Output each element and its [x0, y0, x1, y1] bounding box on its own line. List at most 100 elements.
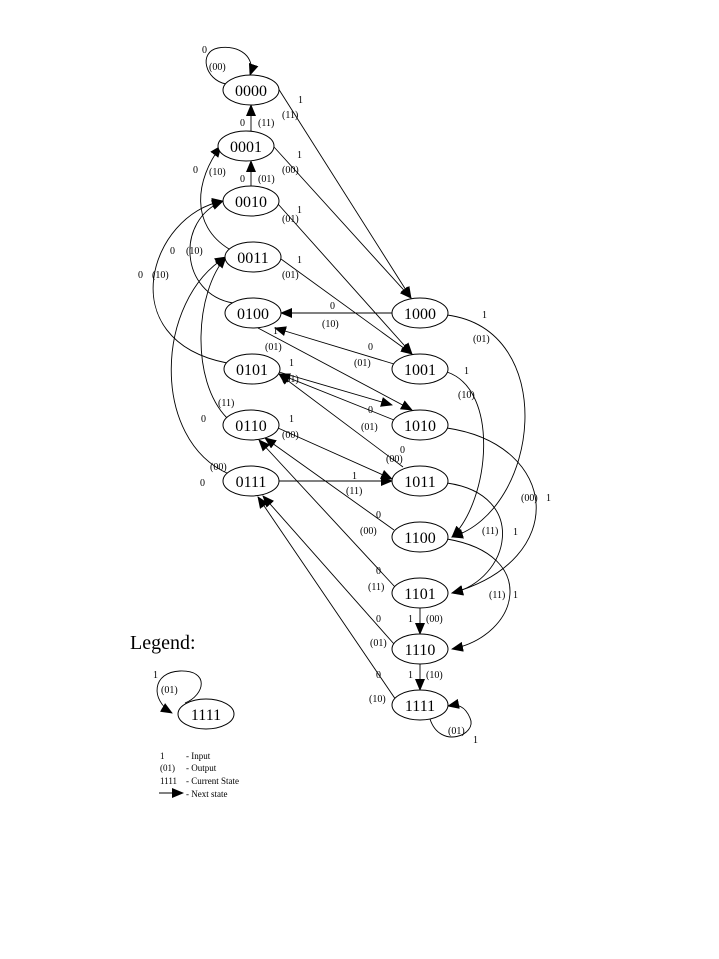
transition-arrow-1100-to-0110	[264, 437, 395, 531]
legend-title: Legend:	[130, 632, 196, 654]
state-label-1110: 1110	[405, 642, 436, 659]
legend-self-loop-arrow	[156, 670, 202, 714]
state-node-0001	[217, 130, 275, 162]
transition-input-label: 1	[352, 471, 357, 482]
state-node-1111	[391, 689, 449, 721]
transition-input-label: 0	[193, 165, 198, 176]
legend-key-meaning-state: - Current State	[186, 776, 239, 786]
transition-arrow-0100-to-0010	[189, 200, 234, 304]
transition-input-label: 0	[376, 614, 381, 625]
transition-input-label: 1	[289, 358, 294, 369]
transition-output-label: (01)	[282, 374, 299, 385]
transition-arrow-0001-to-1000	[273, 146, 412, 299]
transition-output-label: (00)	[282, 165, 299, 176]
transition-output-label: (01)	[448, 726, 465, 737]
transition-output-label: (01)	[354, 358, 371, 369]
state-node-1001	[391, 353, 449, 385]
transition-output-label: (10)	[152, 270, 169, 281]
transition-output-label: (00)	[209, 62, 226, 73]
transition-output-label: (01)	[265, 342, 282, 353]
state-label-0011: 0011	[237, 250, 268, 267]
state-label-0101: 0101	[236, 362, 268, 379]
transition-arrow-0101-to-1010	[278, 371, 393, 407]
transition-arrow-1101-to-0110	[258, 439, 396, 588]
transition-output-label: (11)	[282, 110, 298, 121]
transition-input-label: 1	[482, 310, 487, 321]
transition-arrow-0010-to-1001	[277, 203, 413, 355]
state-label-1001: 1001	[404, 362, 436, 379]
transition-arrow-0111-to-0011	[170, 256, 230, 475]
state-label-0100: 0100	[237, 306, 269, 323]
state-label-1010: 1010	[404, 418, 436, 435]
legend: Legend: 1 (01) 1111 1 - Input (01) - Out…	[130, 632, 239, 799]
transition-input-label: 0	[138, 270, 143, 281]
legend-example-input: 1	[153, 670, 158, 681]
state-label-0000: 0000	[235, 83, 267, 100]
transition-output-label: (01)	[282, 214, 299, 225]
transition-input-label: 0	[376, 510, 381, 521]
transition-arrow-1010-to-1101	[446, 427, 537, 595]
transition-output-label: (11)	[482, 526, 498, 537]
transition-output-label: (00)	[386, 454, 403, 465]
transition-input-label: 1	[297, 205, 302, 216]
state-node-0111	[222, 465, 280, 497]
transition-output-label: (00)	[426, 614, 443, 625]
legend-key-meaning-input: - Input	[186, 751, 211, 761]
transition-output-label: (11)	[258, 118, 274, 129]
state-node-0011	[224, 241, 282, 273]
legend-key-symbol-input: 1	[160, 751, 165, 761]
transition-input-label: 1	[408, 670, 413, 681]
transition-input-label: 0	[240, 118, 245, 129]
transition-arrow-0000-to-0000	[205, 46, 259, 85]
transition-output-label: (10)	[209, 167, 226, 178]
transition-arrow-1000-to-1100	[446, 314, 526, 539]
transition-input-label: 1	[513, 590, 518, 601]
state-node-0000	[222, 74, 280, 106]
legend-example-state-label: 1111	[191, 707, 221, 724]
transition-arrow-1111-to-0111	[257, 496, 397, 701]
state-label-1101: 1101	[404, 586, 435, 603]
transition-output-label: (11)	[218, 398, 234, 409]
state-node-0101	[223, 353, 281, 385]
state-label-1011: 1011	[404, 474, 435, 491]
transition-output-label: (01)	[473, 334, 490, 345]
state-label-1100: 1100	[404, 530, 435, 547]
transition-input-label: 0	[376, 566, 381, 577]
transition-output-label: (01)	[282, 270, 299, 281]
transition-input-label: 1	[546, 493, 551, 504]
transition-arrow-1001-to-1100	[446, 371, 485, 538]
transition-arrow-1111-to-1111	[429, 698, 472, 738]
transition-arrow-0011-to-0001	[200, 145, 230, 250]
state-label-0110: 0110	[235, 418, 266, 435]
state-node-1011	[391, 465, 449, 497]
transition-input-label: 1	[298, 95, 303, 106]
transition-output-label: (01)	[361, 422, 378, 433]
transition-output-label: (11)	[489, 590, 505, 601]
transition-input-label: 1	[473, 735, 478, 746]
transition-output-label: (00)	[521, 493, 538, 504]
transition-output-label: (10)	[186, 246, 203, 257]
state-label-0001: 0001	[230, 139, 262, 156]
transition-arrow-1110-to-0111	[262, 495, 395, 645]
transition-input-label: 0	[170, 246, 175, 257]
state-node-1101	[391, 577, 449, 609]
transition-input-label: 0	[201, 414, 206, 425]
transition-input-label: 1	[408, 614, 413, 625]
state-label-0010: 0010	[235, 194, 267, 211]
transition-arrow-0110-to-1011	[277, 427, 393, 480]
transition-output-label: (11)	[368, 582, 384, 593]
transition-output-label: (10)	[322, 319, 339, 330]
transition-input-label: 1	[289, 414, 294, 425]
transition-arrow-1001-to-0100	[274, 326, 395, 365]
state-node-0110	[222, 409, 280, 441]
legend-key-symbol-state: 1111	[160, 776, 177, 786]
transition-output-label: (10)	[426, 670, 443, 681]
legend-example-output: (01)	[161, 685, 178, 696]
legend-key-meaning-output: - Output	[186, 763, 217, 773]
transition-output-label: (01)	[370, 638, 387, 649]
transition-arrow-1011-to-1101	[446, 482, 503, 596]
state-node-1010	[391, 409, 449, 441]
state-node-1100	[391, 521, 449, 553]
transition-input-label: 0	[240, 174, 245, 185]
